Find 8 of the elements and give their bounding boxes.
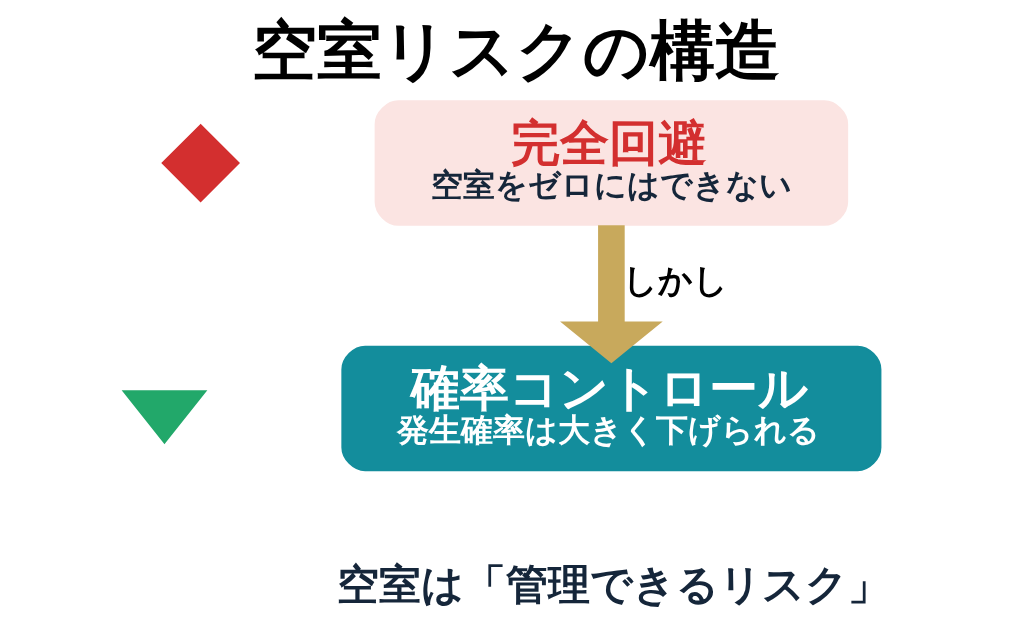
- edge-label: しかし: [622, 260, 728, 301]
- node-cross: [160, 123, 240, 203]
- arrow: [559, 225, 663, 364]
- label: 空室は「管理できるリスク」: [336, 559, 890, 609]
- diagram-title: 空室リスクの構造: [251, 13, 780, 89]
- node-box: 完全回避 空室をゼロにはできない: [374, 100, 848, 226]
- node-box: 確率コントロール 発生確率は大きく下げられる: [340, 345, 881, 472]
- node-check: [121, 390, 207, 445]
